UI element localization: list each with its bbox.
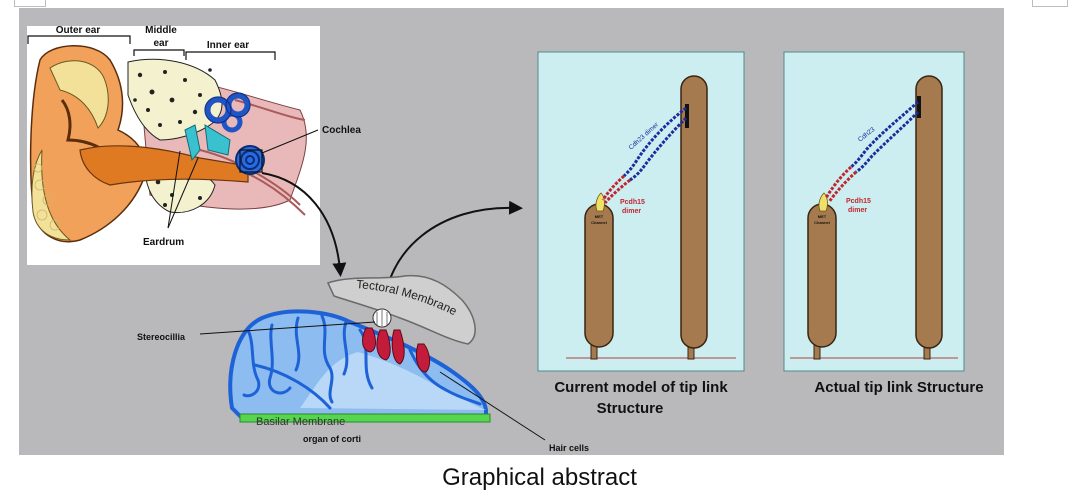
actual-met-label-line1: MET	[818, 214, 827, 219]
short-stereocilium	[807, 203, 837, 348]
current-model-caption-line2: Structure	[597, 400, 664, 417]
cdh23-strands	[850, 100, 920, 174]
actual-structure-panel	[783, 51, 965, 372]
organ-of-corti-illustration	[199, 274, 546, 441]
current-met-label-line1: MET	[595, 214, 604, 219]
inner-ear-bracket	[185, 51, 276, 60]
tall-stereocilium	[915, 75, 943, 349]
cochlea-label: Cochlea	[322, 125, 361, 136]
arrow-cochlea-to-organ	[261, 172, 347, 277]
actual-met-label-line2: Channel	[814, 220, 830, 225]
organ-of-corti-label: organ of corti	[303, 434, 361, 444]
cdh23-dimer-strands	[622, 106, 688, 182]
hair-cells-label: Hair cells	[549, 443, 589, 453]
outer-ear-bracket	[27, 35, 131, 44]
actual-pcdh15-label-line2: dimer	[848, 207, 867, 214]
actual-pcdh15-label-line1: Pcdh15	[846, 198, 871, 205]
basilar-membrane-label: Basilar Membrane	[256, 416, 345, 428]
tall-stereocilium	[680, 75, 708, 349]
current-pcdh15-label-line1: Pcdh15	[620, 199, 645, 206]
pcdh15-dimer-strands	[601, 174, 631, 204]
short-stereocilium	[584, 203, 614, 348]
cochlea-spiral	[235, 145, 265, 175]
current-model-caption-line1: Current model of tip link	[554, 379, 728, 396]
inner-ear-label: Inner ear	[207, 40, 249, 51]
met-channel	[818, 192, 828, 212]
figure-caption: Graphical abstract	[442, 464, 637, 491]
pcdh15-dimer-strands	[824, 165, 858, 203]
outer-ear-label: Outer ear	[56, 25, 101, 36]
middle-ear-bracket	[133, 49, 185, 56]
eardrum-label: Eardrum	[143, 237, 184, 248]
corner-mark-left	[14, 0, 46, 7]
middle-ear-label-line2: ear	[153, 38, 168, 49]
actual-structure-caption: Actual tip link Structure	[814, 379, 983, 396]
met-channel	[595, 192, 605, 212]
current-met-label-line2: Channel	[591, 220, 607, 225]
stereocilia-label: Stereocillia	[137, 332, 186, 342]
current-model-panel	[537, 51, 745, 372]
corner-mark-right	[1032, 0, 1068, 7]
current-pcdh15-label-line2: dimer	[622, 208, 641, 215]
ear-anatomy-illustration	[27, 26, 320, 265]
middle-ear-label-line1: Middle	[145, 25, 177, 36]
